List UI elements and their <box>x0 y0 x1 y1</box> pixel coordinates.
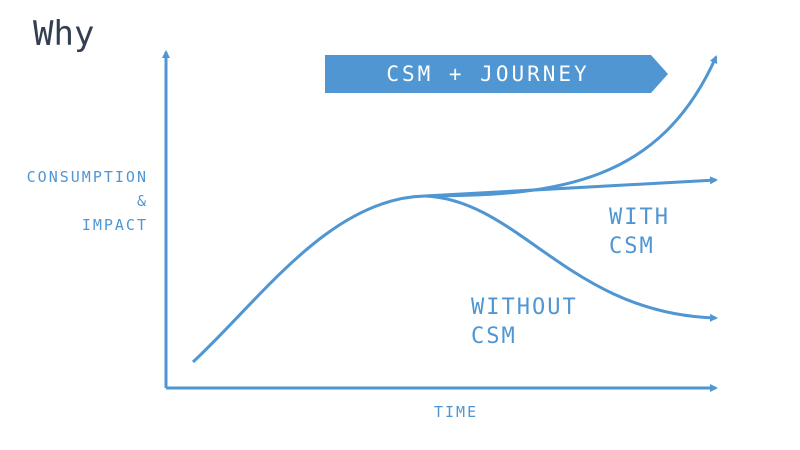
banner-shape <box>325 55 668 93</box>
y-label-line: CONSUMPTION <box>26 168 148 186</box>
page-title: Why <box>33 14 95 54</box>
label-line: WITH <box>609 205 670 230</box>
without-csm-curve <box>424 194 718 322</box>
x-axis-label: TIME <box>434 403 479 421</box>
y-label-line: IMPACT <box>81 216 148 234</box>
label-line: WITHOUT <box>471 295 578 320</box>
banner-label: CSM + JOURNEY <box>386 62 590 86</box>
with-csm-line <box>424 176 718 198</box>
label-line: CSM <box>471 324 517 349</box>
y-label-line: & <box>136 192 148 210</box>
csm-journey-curve <box>424 55 718 198</box>
label-line: CSM <box>609 234 655 259</box>
y-axis-label: CONSUMPTION & IMPACT <box>27 165 148 237</box>
growth-curve <box>191 194 426 364</box>
with-csm-label: WITH CSM <box>609 203 670 261</box>
without-csm-label: WITHOUT CSM <box>471 293 578 351</box>
